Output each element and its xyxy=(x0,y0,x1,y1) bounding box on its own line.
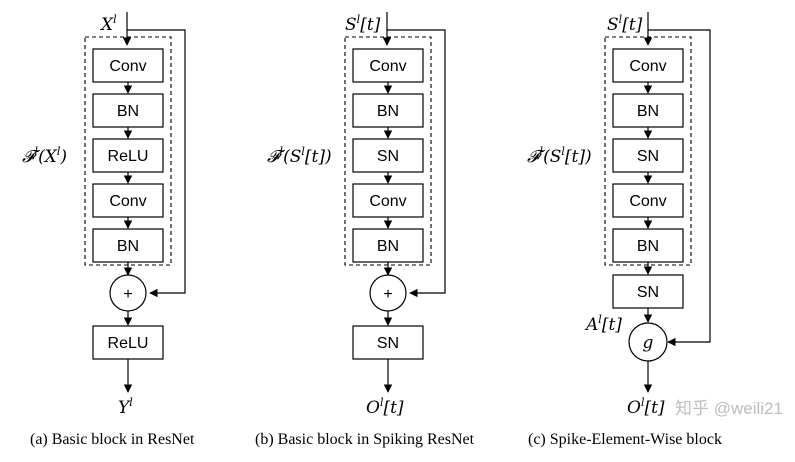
layer-label-b-4: BN xyxy=(377,238,399,255)
layer-label-b-0: Conv xyxy=(369,58,406,75)
block-c: Sl[t] 𝓕l(Sl[t]) Conv BN SN Conv BN SN Al… xyxy=(527,12,722,448)
watermark: 知乎 @weili21 xyxy=(675,399,783,418)
block-b: Sl[t] 𝓕l(Sl[t]) Conv BN SN Conv BN + SN … xyxy=(255,12,475,448)
layer-box-c-2 xyxy=(612,138,684,173)
layer-box-a-2 xyxy=(92,138,164,173)
output-label-c: Ol[t] xyxy=(627,396,665,418)
layer-label-a-0: Conv xyxy=(109,58,146,75)
layer-label-c-4: BN xyxy=(637,238,659,255)
pre-combine-box-c xyxy=(612,274,684,309)
function-label-a: 𝓕l(Xl) xyxy=(22,145,67,167)
layer-label-c-1: BN xyxy=(637,103,659,120)
layer-box-b-1 xyxy=(352,93,424,128)
layer-label-b-1: BN xyxy=(377,103,399,120)
layer-label-c-0: Conv xyxy=(629,58,666,75)
after-box-b xyxy=(352,325,424,360)
caption-b: (b) Basic block in Spiking ResNet xyxy=(255,431,475,448)
caption-c: (c) Spike-Element-Wise block xyxy=(528,431,722,448)
layer-box-c-0 xyxy=(612,48,684,83)
layer-label-a-4: BN xyxy=(117,238,139,255)
output-label-b: Ol[t] xyxy=(366,396,404,418)
layer-label-a-3: Conv xyxy=(109,193,146,210)
layer-box-b-4 xyxy=(352,228,424,263)
layer-box-a-4 xyxy=(92,228,164,263)
layer-label-a-1: BN xyxy=(117,103,139,120)
function-label-c: 𝓕l(Sl[t]) xyxy=(527,145,592,167)
function-label-b: 𝓕l(Sl[t]) xyxy=(267,145,332,167)
input-label-a: Xl xyxy=(99,13,117,35)
input-label-c: Sl[t] xyxy=(607,13,643,35)
after-box-label-b: SN xyxy=(377,335,399,352)
layer-label-c-3: Conv xyxy=(629,193,666,210)
layer-box-a-1 xyxy=(92,93,164,128)
layer-label-a-2: ReLU xyxy=(108,148,149,165)
combine-symbol-c: g xyxy=(643,333,654,353)
caption-a: (a) Basic block in ResNet xyxy=(30,431,195,448)
layer-box-a-0 xyxy=(92,48,164,83)
layer-label-b-2: SN xyxy=(377,148,399,165)
layer-box-b-2 xyxy=(352,138,424,173)
combine-symbol-a: + xyxy=(123,286,132,303)
pre-combine-label-box-c: SN xyxy=(637,284,659,301)
input-label-b: Sl[t] xyxy=(345,13,381,35)
layer-label-b-3: Conv xyxy=(369,193,406,210)
layer-label-c-2: SN xyxy=(637,148,659,165)
after-box-a xyxy=(92,325,164,360)
layer-box-b-3 xyxy=(352,183,424,218)
layer-box-c-1 xyxy=(612,93,684,128)
layer-box-c-3 xyxy=(612,183,684,218)
layer-box-a-3 xyxy=(92,183,164,218)
output-label-a: Yl xyxy=(118,396,133,418)
block-a: Xl 𝓕l(Xl) Conv BN ReLU Conv BN + ReLU Yl… xyxy=(22,12,195,448)
pre-combine-signal-label-c: Al[t] xyxy=(584,313,622,335)
combine-symbol-b: + xyxy=(383,286,392,303)
after-box-label-a: ReLU xyxy=(108,335,149,352)
